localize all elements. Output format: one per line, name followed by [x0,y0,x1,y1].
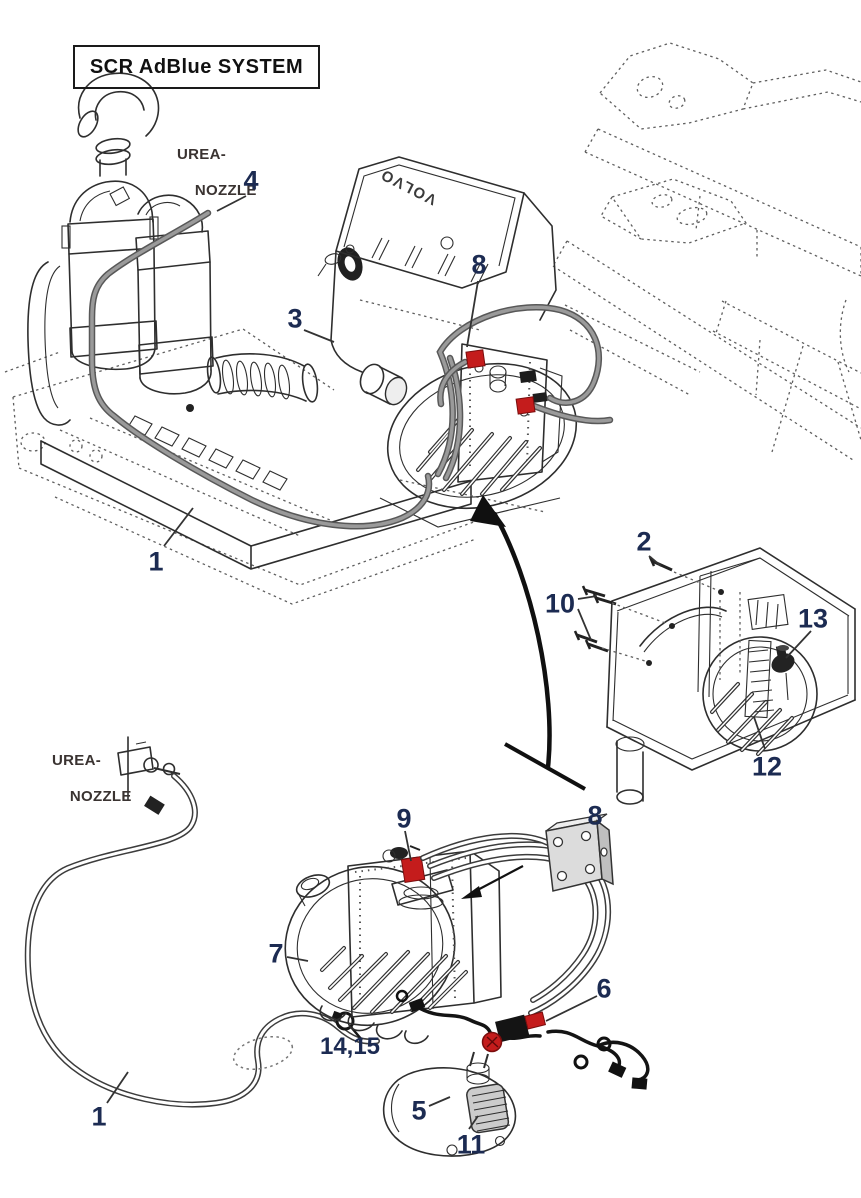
callout-1-bottom: 1 [91,1101,107,1132]
callout-12: 12 [751,751,783,782]
callout-1-top: 1 [148,546,164,577]
engine-brand-text: VOLVO [377,165,439,208]
urea-label-line1: UREA- [52,752,101,769]
pump-unit [382,1051,517,1157]
callout-14-15: 14,15 [319,1033,381,1060]
hose-loop-marker [232,1035,294,1071]
tank-hoses-bottom [420,833,612,1016]
tank-top-fitting [382,845,454,910]
callout-8-bottom: 8 [587,800,603,831]
chassis-frame [552,42,861,461]
deck-platform [4,328,561,605]
callout-5: 5 [411,1095,427,1126]
tank-assembly-detail [573,547,856,805]
urea-nozzle-label-bottom: UREA- NOZZLE [52,752,132,806]
harness-junction [495,1014,530,1043]
urea-nozzle-part [117,736,181,815]
bottom-detail [24,736,650,1157]
urea-label-line1: UREA- [177,146,226,163]
leader-lines [106,195,812,1130]
red-connectors-top [465,349,536,415]
control-unit-block [545,813,614,892]
callout-10: 10 [544,588,576,619]
callout-4: 4 [243,165,259,196]
location-arrow [470,495,586,791]
tank-heater-hatch [416,418,542,496]
callout-13: 13 [797,603,829,634]
insert-arrow [461,865,524,899]
tank-bottom-hatch [320,946,468,1014]
red-connector-6 [524,1011,547,1030]
installed-urea-tank [359,343,578,510]
urea-hoses-top [88,209,614,530]
diagram-title: SCR AdBlue SYSTEM [73,45,320,89]
urea-tank-bottom [284,850,502,1045]
callout-11: 11 [456,1129,486,1160]
exhaust-aftertreatment [27,72,214,426]
urea-hose-bottom [24,773,380,1108]
urea-nozzle-label-top: UREA- NOZZLE [177,146,257,200]
urea-label-line2: NOZZLE [69,788,132,805]
callout-2: 2 [636,526,652,557]
callout-8-top: 8 [471,249,487,280]
callout-9: 9 [396,803,412,834]
callout-3: 3 [287,303,303,334]
callout-7: 7 [268,938,284,969]
tank-detail-hatch [710,682,794,756]
urea-label-line2: NOZZLE [194,182,257,199]
wiring-harness [395,989,650,1090]
callout-6: 6 [596,973,612,1004]
level-sensor-connector [771,645,795,701]
flex-coupling [206,247,363,403]
mounting-screws [573,556,724,666]
